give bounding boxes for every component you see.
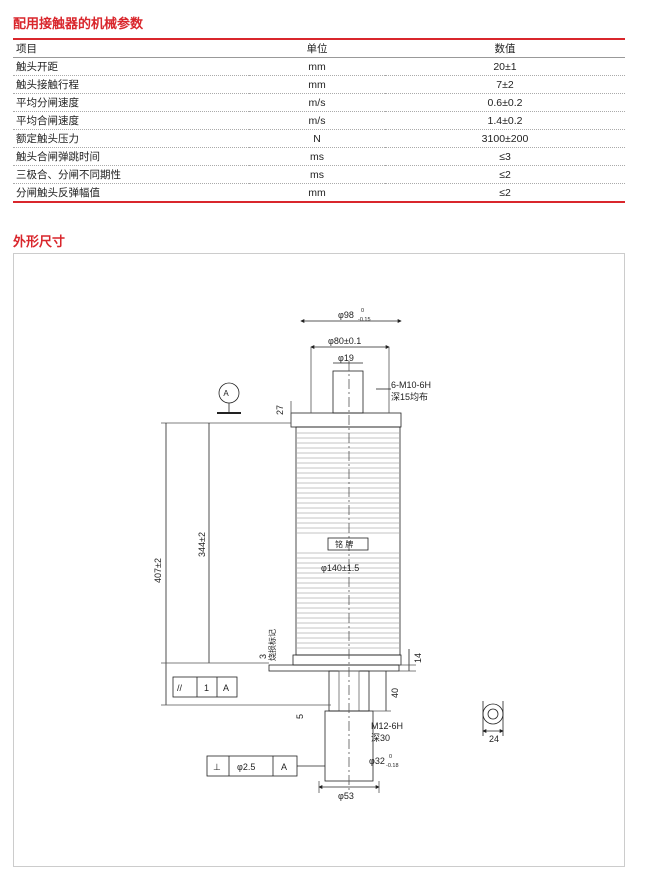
param-name: 分闸触头反弹幅值 bbox=[16, 187, 100, 199]
parallel-symbol: // bbox=[177, 683, 183, 693]
bottom-flange bbox=[292, 654, 402, 666]
section-title-params: 配用接触器的机械参数 bbox=[13, 16, 144, 31]
parallel-datum: A bbox=[223, 683, 229, 693]
dim-d32-tol-lower: -0.18 bbox=[386, 763, 399, 769]
top-stud bbox=[332, 370, 364, 414]
dim-d140: φ140±1.5 bbox=[321, 563, 359, 573]
param-name: 三极合、分闸不同期性 bbox=[16, 169, 121, 181]
side-view-inner bbox=[487, 708, 499, 720]
table-row: 三极合、分闸不同期性 ms ≤2 bbox=[13, 166, 625, 184]
perp-symbol: ⊥ bbox=[213, 762, 221, 772]
top-flange bbox=[290, 412, 402, 428]
dim-3: 3 bbox=[258, 654, 268, 659]
table-row: 平均合闸速度 m/s 1.4±0.2 bbox=[13, 112, 625, 130]
datum-a-label: A bbox=[223, 389, 229, 398]
param-unit: m/s bbox=[308, 96, 326, 109]
param-unit: ms bbox=[310, 150, 324, 163]
thread-bottom-depth: 深30 bbox=[371, 733, 390, 743]
dim-d80: φ80±0.1 bbox=[328, 336, 361, 346]
dim-14: 14 bbox=[413, 653, 423, 663]
thread-top: 6-M10-6H bbox=[391, 380, 431, 390]
param-unit: ms bbox=[310, 168, 324, 181]
mark-label: 烧损标记 bbox=[267, 629, 277, 661]
table-row: 平均分闸速度 m/s 0.6±0.2 bbox=[13, 94, 625, 112]
perp-datum: A bbox=[281, 762, 287, 772]
param-name: 触头接触行程 bbox=[16, 79, 79, 91]
param-value: 20±1 bbox=[493, 60, 517, 73]
param-name: 触头开距 bbox=[16, 61, 58, 73]
dim-24: 24 bbox=[489, 734, 499, 744]
table-row: 触头接触行程 mm 7±2 bbox=[13, 76, 625, 94]
param-value: ≤2 bbox=[499, 168, 511, 181]
param-unit: mm bbox=[308, 60, 326, 73]
table-header-row: 项目 单位 数值 bbox=[13, 39, 625, 58]
dimension-drawing-frame: φ98 0 -0.15 φ80±0.1 φ19 6-M10-6H 深15均布 A… bbox=[13, 253, 625, 867]
nameplate-label: 铭 牌 bbox=[335, 539, 353, 549]
table-row: 触头开距 mm 20±1 bbox=[13, 58, 625, 76]
dim-d98: φ98 bbox=[338, 310, 354, 320]
thread-top-depth: 深15均布 bbox=[391, 391, 428, 402]
column-header-item: 项目 bbox=[16, 43, 37, 55]
column-header-unit: 单位 bbox=[306, 43, 328, 55]
dim-d32: φ32 bbox=[369, 756, 385, 766]
dimension-drawing: φ98 0 -0.15 φ80±0.1 φ19 6-M10-6H 深15均布 A… bbox=[153, 308, 504, 801]
dim-d98-tol-upper: 0 bbox=[361, 308, 364, 314]
dim-d19: φ19 bbox=[338, 353, 354, 363]
dim-d53: φ53 bbox=[338, 791, 354, 801]
param-unit: m/s bbox=[308, 114, 326, 127]
table-row: 分闸触头反弹幅值 mm ≤2 bbox=[13, 184, 625, 202]
param-value: ≤2 bbox=[499, 186, 511, 199]
param-unit: mm bbox=[308, 186, 326, 199]
param-value: 0.6±0.2 bbox=[487, 96, 523, 109]
nameplate-box bbox=[327, 537, 369, 551]
dim-40: 40 bbox=[390, 688, 400, 698]
dim-d32-tol-upper: 0 bbox=[389, 754, 392, 760]
perp-value: φ2.5 bbox=[237, 762, 255, 772]
param-name: 平均合闸速度 bbox=[16, 115, 79, 127]
table-row: 触头合闸弹跳时间 ms ≤3 bbox=[13, 148, 625, 166]
param-name: 触头合闸弹跳时间 bbox=[16, 151, 100, 163]
param-value: 3100±200 bbox=[481, 132, 529, 145]
section-title-dimensions: 外形尺寸 bbox=[13, 234, 66, 249]
parallelism-frame bbox=[172, 676, 238, 698]
mechanical-params-table: 项目 单位 数值 触头开距 mm 20±1 触头接触行程 mm 7±2 平均分闸速度 m/s 0… bbox=[13, 38, 625, 203]
parallel-value: 1 bbox=[204, 683, 209, 693]
column-header-value: 数值 bbox=[494, 43, 516, 55]
side-view-outer bbox=[482, 703, 504, 725]
datum-a-circle bbox=[218, 382, 240, 404]
param-name: 额定触头压力 bbox=[16, 133, 79, 145]
table-row: 额定触头压力 N 3100±200 bbox=[13, 130, 625, 148]
param-name: 平均分闸速度 bbox=[16, 97, 79, 109]
param-value: 1.4±0.2 bbox=[487, 114, 523, 127]
dim-407: 407±2 bbox=[153, 558, 163, 583]
dim-d98-tol-lower: -0.15 bbox=[358, 317, 371, 323]
thread-bottom: M12-6H bbox=[371, 721, 403, 731]
param-unit: mm bbox=[308, 78, 326, 91]
dim-5: 5 bbox=[295, 714, 305, 719]
dim-344: 344±2 bbox=[197, 532, 207, 557]
param-value: 7±2 bbox=[496, 78, 514, 91]
dim-27: 27 bbox=[275, 405, 285, 415]
param-value: ≤3 bbox=[499, 150, 511, 163]
param-unit: N bbox=[313, 132, 321, 145]
bottom-plate bbox=[268, 664, 400, 672]
